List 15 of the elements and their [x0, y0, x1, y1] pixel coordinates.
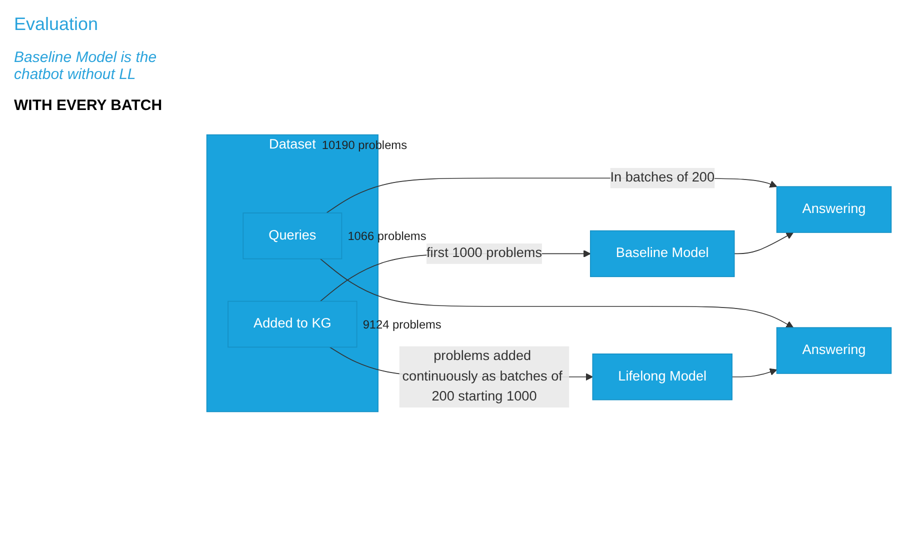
node-box: Lifelong Model: [592, 354, 732, 400]
edge-label: problems added continuously as batches of 200 starting 1000: [402, 349, 562, 404]
arrow: [320, 258, 794, 328]
edge-label: first 1000 problems: [426, 246, 542, 261]
note-text: Baseline Model is the chatbot without LL: [14, 49, 158, 83]
edge-label: In batches of 200: [610, 170, 715, 186]
note-text: Evaluation: [14, 14, 100, 35]
node-box: Baseline Model: [590, 230, 735, 278]
arrow: [732, 368, 778, 378]
arrow: [734, 232, 794, 254]
node-box: Answering: [776, 327, 892, 374]
node-box: Added to KG: [228, 301, 358, 348]
node-box: Queries: [242, 212, 342, 260]
node-box: Answering: [776, 186, 892, 234]
note-text: WITH EVERY BATCH: [14, 97, 164, 114]
